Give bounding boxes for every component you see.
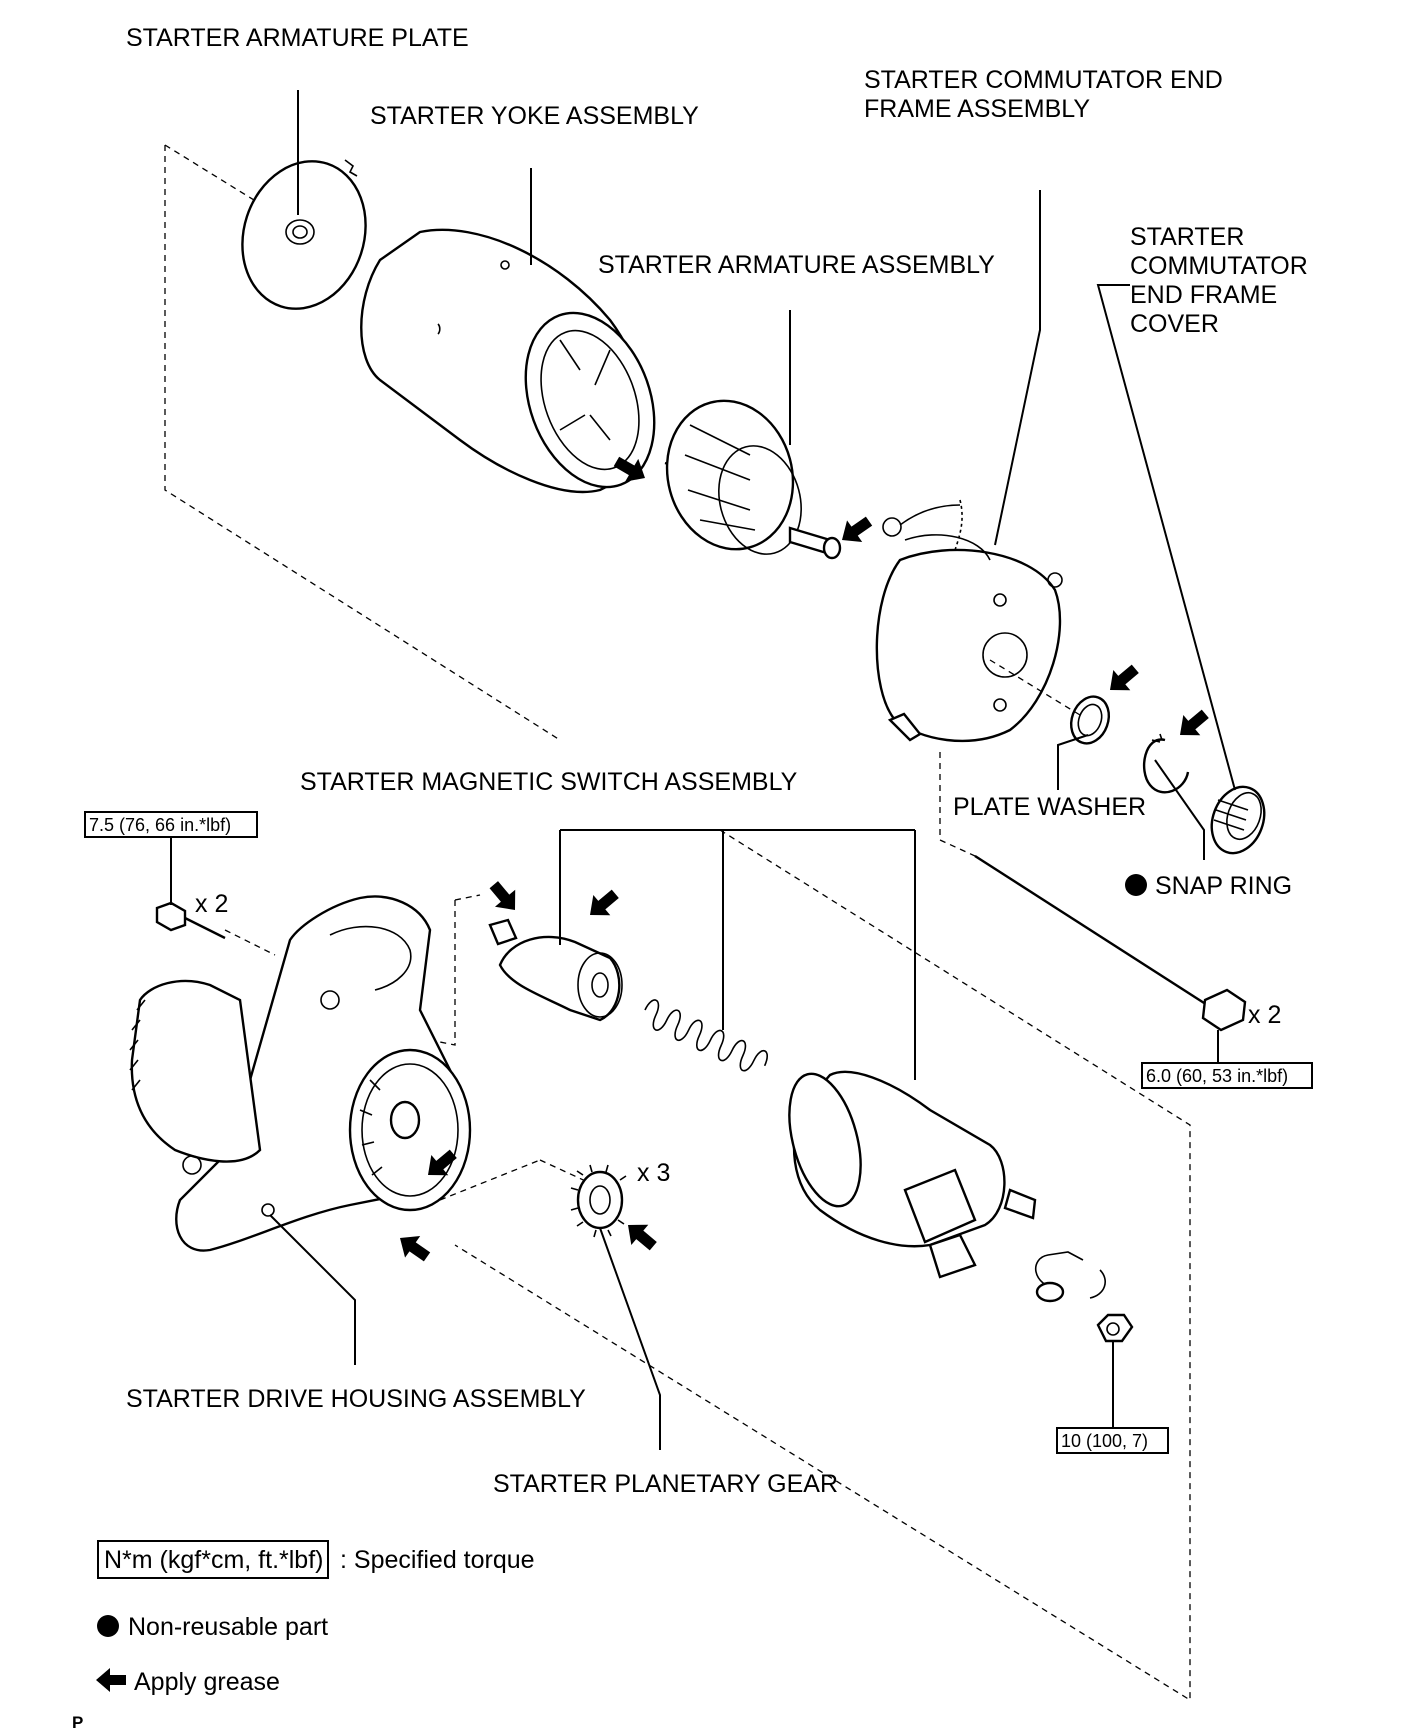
label-end-frame-cover-line4: COVER bbox=[1130, 310, 1219, 338]
label-armature-plate: STARTER ARMATURE PLATE bbox=[126, 24, 469, 52]
non-reusable-dot-icon bbox=[1125, 874, 1147, 896]
label-end-frame-cover-line1: STARTER bbox=[1130, 223, 1244, 251]
footer-code: P bbox=[72, 1713, 83, 1732]
label-planetary-gear: STARTER PLANETARY GEAR bbox=[493, 1470, 838, 1498]
commutator-end-frame bbox=[875, 499, 1063, 743]
grease-arrow-icon bbox=[1171, 703, 1214, 746]
label-magnetic-switch: STARTER MAGNETIC SWITCH ASSEMBLY bbox=[300, 768, 798, 796]
snap-ring-part bbox=[1142, 733, 1190, 794]
through-bolt bbox=[974, 854, 1247, 1032]
qty-through-bolt: x 2 bbox=[1248, 1001, 1281, 1029]
magnetic-switch-body bbox=[788, 1070, 1037, 1279]
torque-housing-bolt: 7.5 (76, 66 in.*lbf) bbox=[89, 815, 231, 835]
legend: N*m (kgf*cm, ft.*lbf) : Specified torque… bbox=[72, 1540, 535, 1732]
leader-lines bbox=[170, 90, 1236, 1450]
torque-terminal-nut: 10 (100, 7) bbox=[1061, 1431, 1148, 1451]
label-end-frame-cover-line2: COMMUTATOR bbox=[1130, 252, 1308, 280]
label-commutator-end-frame-line1: STARTER COMMUTATOR END bbox=[864, 66, 1223, 94]
label-commutator-end-frame-line2: FRAME ASSEMBLY bbox=[864, 95, 1090, 123]
legend-torque-box: N*m (kgf*cm, ft.*lbf) bbox=[104, 1546, 323, 1574]
label-end-frame-cover-line3: END FRAME bbox=[1130, 281, 1277, 309]
legend-non-reusable: Non-reusable part bbox=[128, 1613, 328, 1641]
switch-plunger bbox=[488, 918, 623, 1022]
plate-washer-part bbox=[1069, 695, 1111, 745]
grease-arrow-icon bbox=[392, 1227, 435, 1268]
top-assembly-guide-lines bbox=[164, 144, 561, 741]
grease-arrow-icon bbox=[581, 883, 624, 926]
legend-torque-text: : Specified torque bbox=[340, 1546, 535, 1574]
grease-arrow-icon bbox=[483, 876, 526, 919]
grease-arrow-icon bbox=[1101, 658, 1144, 701]
planetary-gear-part bbox=[570, 1164, 627, 1238]
frame-bolt-guide bbox=[939, 659, 1081, 857]
label-drive-housing: STARTER DRIVE HOUSING ASSEMBLY bbox=[126, 1385, 586, 1413]
qty-planetary-gear: x 3 bbox=[637, 1159, 670, 1187]
armature-plate bbox=[241, 159, 367, 310]
label-snap-ring: SNAP RING bbox=[1155, 872, 1292, 900]
qty-housing-bolt: x 2 bbox=[195, 890, 228, 918]
label-plate-washer: PLATE WASHER bbox=[953, 793, 1146, 821]
end-frame-cover-part bbox=[1210, 785, 1266, 855]
drive-housing bbox=[129, 895, 472, 1252]
part-labels: STARTER ARMATURE PLATE STARTER YOKE ASSE… bbox=[126, 24, 1308, 1498]
torque-through-bolt: 6.0 (60, 53 in.*lbf) bbox=[1146, 1066, 1288, 1086]
armature-assembly bbox=[664, 399, 842, 560]
label-armature-assembly: STARTER ARMATURE ASSEMBLY bbox=[598, 251, 995, 279]
grease-arrow-icon bbox=[619, 1214, 662, 1257]
return-spring bbox=[644, 999, 769, 1072]
terminal-washer-nut bbox=[1034, 1251, 1134, 1343]
non-reusable-dot-icon bbox=[97, 1615, 119, 1637]
grease-arrow-icon bbox=[96, 1668, 126, 1692]
torque-specs: 7.5 (76, 66 in.*lbf) 6.0 (60, 53 in.*lbf… bbox=[84, 811, 1313, 1454]
label-yoke-assembly: STARTER YOKE ASSEMBLY bbox=[370, 102, 699, 130]
legend-apply-grease: Apply grease bbox=[134, 1668, 280, 1696]
